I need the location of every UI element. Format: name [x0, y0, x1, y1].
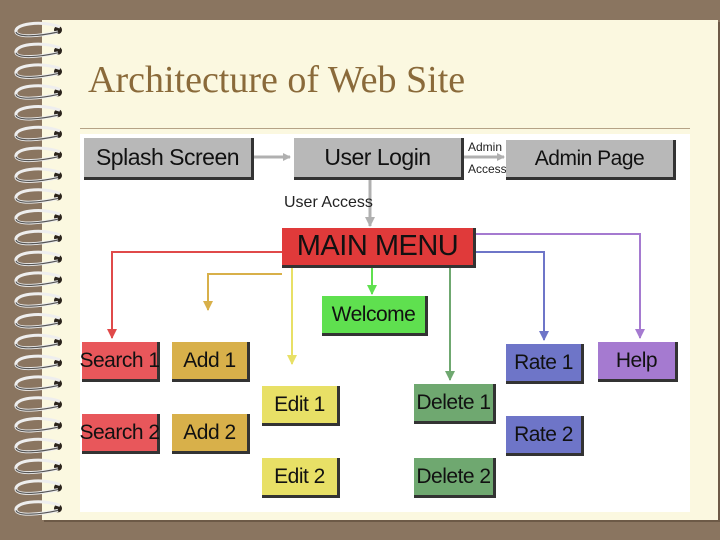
spiral-ring [14, 125, 62, 142]
spiral-ring [14, 417, 62, 433]
spiral-ring [14, 437, 62, 454]
arrow-menu-add [203, 273, 282, 311]
spiral-ring [14, 188, 62, 204]
spiral-ring [14, 375, 62, 391]
edit-2-box: Edit 2 [262, 458, 340, 498]
spiral-ring [14, 229, 62, 246]
main-menu-box: MAIN MENU [282, 228, 476, 268]
arrow-menu-search [107, 251, 282, 339]
admin-page-box: Admin Page [506, 140, 676, 180]
edit-1-box: Edit 1 [262, 386, 340, 426]
search-2-box: Search 2 [79, 414, 160, 454]
spiral-ring [14, 313, 62, 329]
spiral-ring [14, 167, 62, 183]
delete-2-box: Delete 2 [414, 458, 496, 498]
spiral-ring [14, 84, 62, 100]
spiral-ring [14, 292, 62, 308]
spiral-ring [14, 333, 62, 350]
search-1-box: Search 1 [79, 342, 160, 382]
welcome-box: Welcome [322, 296, 428, 336]
slide-title: Architecture of Web Site [88, 59, 466, 101]
spiral-ring [14, 500, 62, 516]
spiral-ring [14, 458, 62, 475]
connector-layer [107, 153, 645, 381]
spiral-ring [14, 42, 62, 59]
spiral-binding [14, 21, 62, 516]
spiral-ring [14, 209, 62, 225]
spiral-ring [14, 146, 62, 163]
admin-access-label-2: Access [468, 162, 507, 176]
delete-1-box: Delete 1 [414, 384, 496, 424]
help-box: Help [598, 342, 678, 382]
spiral-ring [14, 105, 62, 121]
title-divider [80, 128, 690, 129]
spiral-ring [14, 396, 62, 412]
arrow-menu-help [476, 233, 645, 339]
rate-1-box: Rate 1 [506, 344, 584, 384]
architecture-diagram: Splash Screen User Login Admin Access Ad… [79, 134, 690, 512]
splash-screen-box: Splash Screen [84, 138, 254, 180]
spiral-ring [14, 271, 62, 287]
spiral-ring [14, 63, 62, 79]
arrow-menu-rate [476, 251, 549, 341]
spiral-ring [14, 21, 62, 38]
admin-access-label-1: Admin [468, 140, 503, 154]
rate-2-box: Rate 2 [506, 416, 584, 456]
add-1-box: Add 1 [172, 342, 250, 382]
spiral-ring [14, 354, 62, 371]
user-access-label: User Access [284, 194, 373, 211]
user-login-box: User Login [294, 138, 464, 180]
spiral-ring [14, 479, 62, 495]
spiral-ring [14, 250, 62, 267]
add-2-box: Add 2 [172, 414, 250, 454]
